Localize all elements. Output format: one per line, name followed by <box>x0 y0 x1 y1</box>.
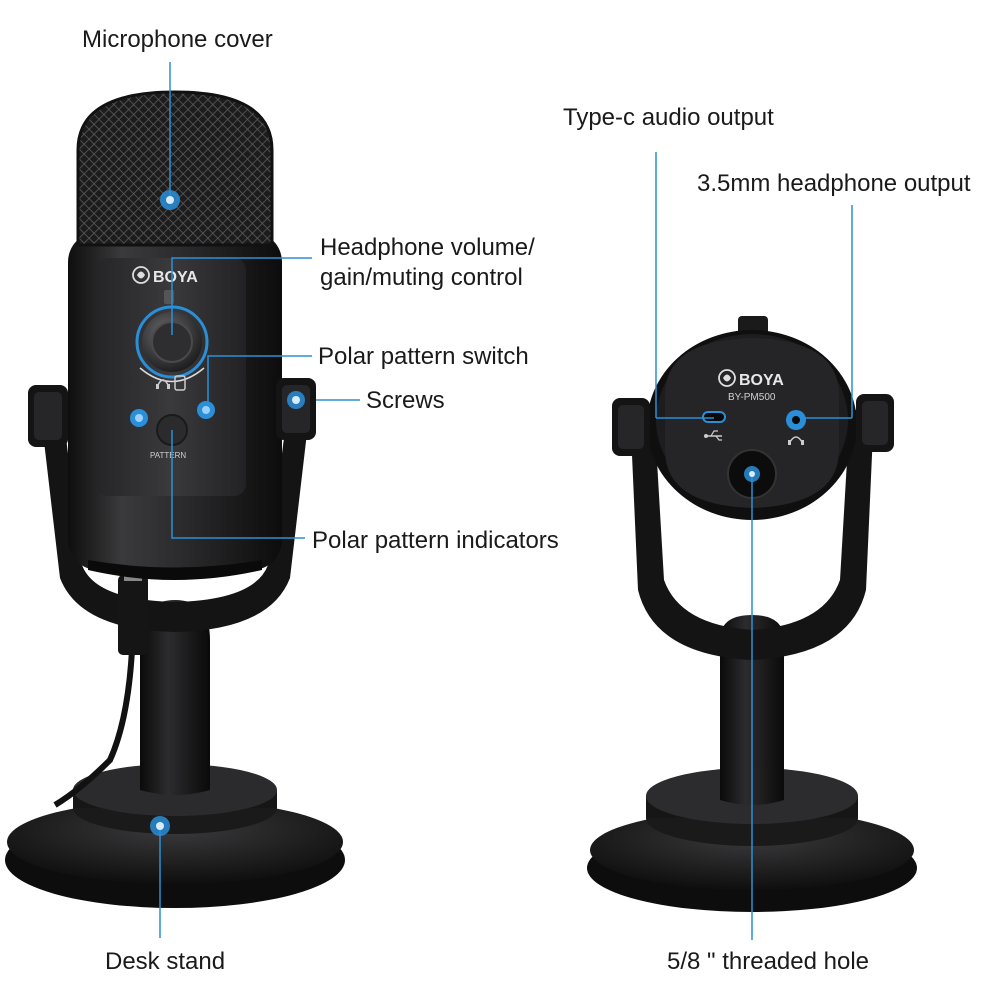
screw-left <box>28 385 68 447</box>
usb-cable <box>53 649 135 808</box>
boya-logo-icon-back <box>718 369 736 387</box>
model-text: BY-PM500 <box>728 392 776 403</box>
type-c-port <box>702 411 726 423</box>
label-threaded-hole: 5/8 " threaded hole <box>667 948 870 975</box>
microphone-cover <box>78 92 272 245</box>
label-type-c-output: Type-c audio output <box>563 104 774 131</box>
pattern-button-label: PATTERN <box>150 451 186 460</box>
usb-icon <box>704 430 722 441</box>
label-screws: Screws <box>366 387 445 414</box>
leader-lines <box>159 62 853 940</box>
boya-logo-icon <box>132 266 150 284</box>
label-microphone-cover: Microphone cover <box>82 26 273 53</box>
desk-stand-stem <box>140 600 210 795</box>
label-headphone-volume-line1: Headphone volume/ <box>320 234 535 261</box>
label-headphone-volume-line2: gain/muting control <box>320 264 523 291</box>
label-headphone-output: 3.5mm headphone output <box>697 170 971 197</box>
screw-left-back <box>612 398 650 456</box>
headphone-icon <box>156 379 170 389</box>
brand-text-back: BOYA <box>739 372 784 389</box>
brand-text-front: BOYA <box>153 269 198 286</box>
label-polar-pattern-indicators: Polar pattern indicators <box>312 527 559 554</box>
label-polar-pattern-switch: Polar pattern switch <box>318 343 529 370</box>
screw-right-back <box>856 394 894 452</box>
headphone-icon-back <box>788 436 804 445</box>
callout-dots <box>150 190 760 836</box>
label-desk-stand: Desk stand <box>105 948 226 975</box>
